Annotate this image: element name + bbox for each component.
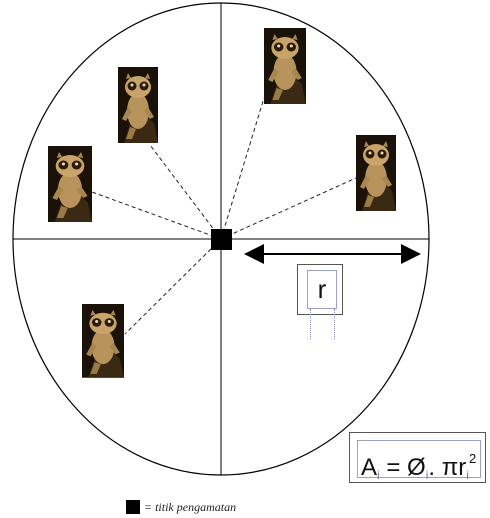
tarsier-photo-4 (48, 146, 92, 222)
tarsier-photo-5 (82, 304, 124, 378)
legend: = titik pengamatan (126, 499, 236, 515)
sight-lines (91, 97, 357, 335)
area-formula: Ai = Øi. πri2 (357, 440, 481, 482)
observation-point-legend-icon (126, 500, 140, 514)
tarsier-photo-1 (118, 67, 158, 143)
radius-guide-right (334, 309, 335, 339)
tarsier-photo-2 (264, 28, 306, 104)
radius-label: r (307, 270, 337, 309)
radius-guide-left (310, 309, 311, 339)
legend-text: = titik pengamatan (144, 499, 237, 514)
observation-point (211, 229, 232, 250)
tarsier-photo-3 (356, 135, 396, 211)
